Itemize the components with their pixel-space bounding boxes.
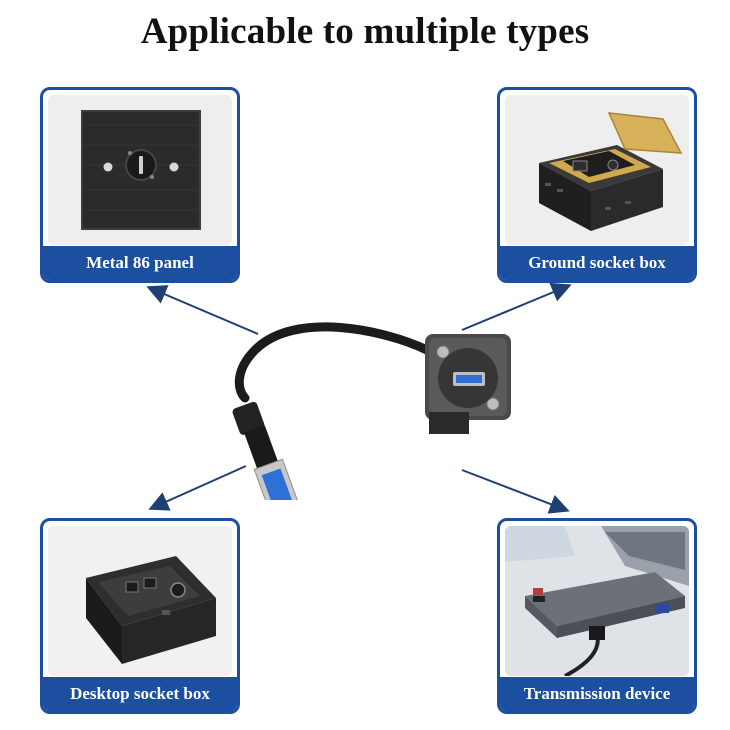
transmission-device-photo [505, 526, 689, 676]
card-ground-socket-box: Ground socket box [497, 87, 697, 283]
card-label: Desktop socket box [43, 677, 237, 711]
card-metal-86-panel: Metal 86 panel [40, 87, 240, 283]
ground-socket-box-photo [505, 95, 689, 245]
card-transmission-device: Transmission device [497, 518, 697, 714]
desktop-socket-box-photo [48, 526, 232, 676]
metal-86-panel-photo [48, 95, 232, 245]
card-desktop-socket-box: Desktop socket box [40, 518, 240, 714]
card-label: Metal 86 panel [43, 246, 237, 280]
page-title: Applicable to multiple types [140, 11, 590, 52]
usb-panel-mount-cable-photo [215, 300, 520, 500]
card-label: Transmission device [500, 677, 694, 711]
card-label: Ground socket box [500, 246, 694, 280]
